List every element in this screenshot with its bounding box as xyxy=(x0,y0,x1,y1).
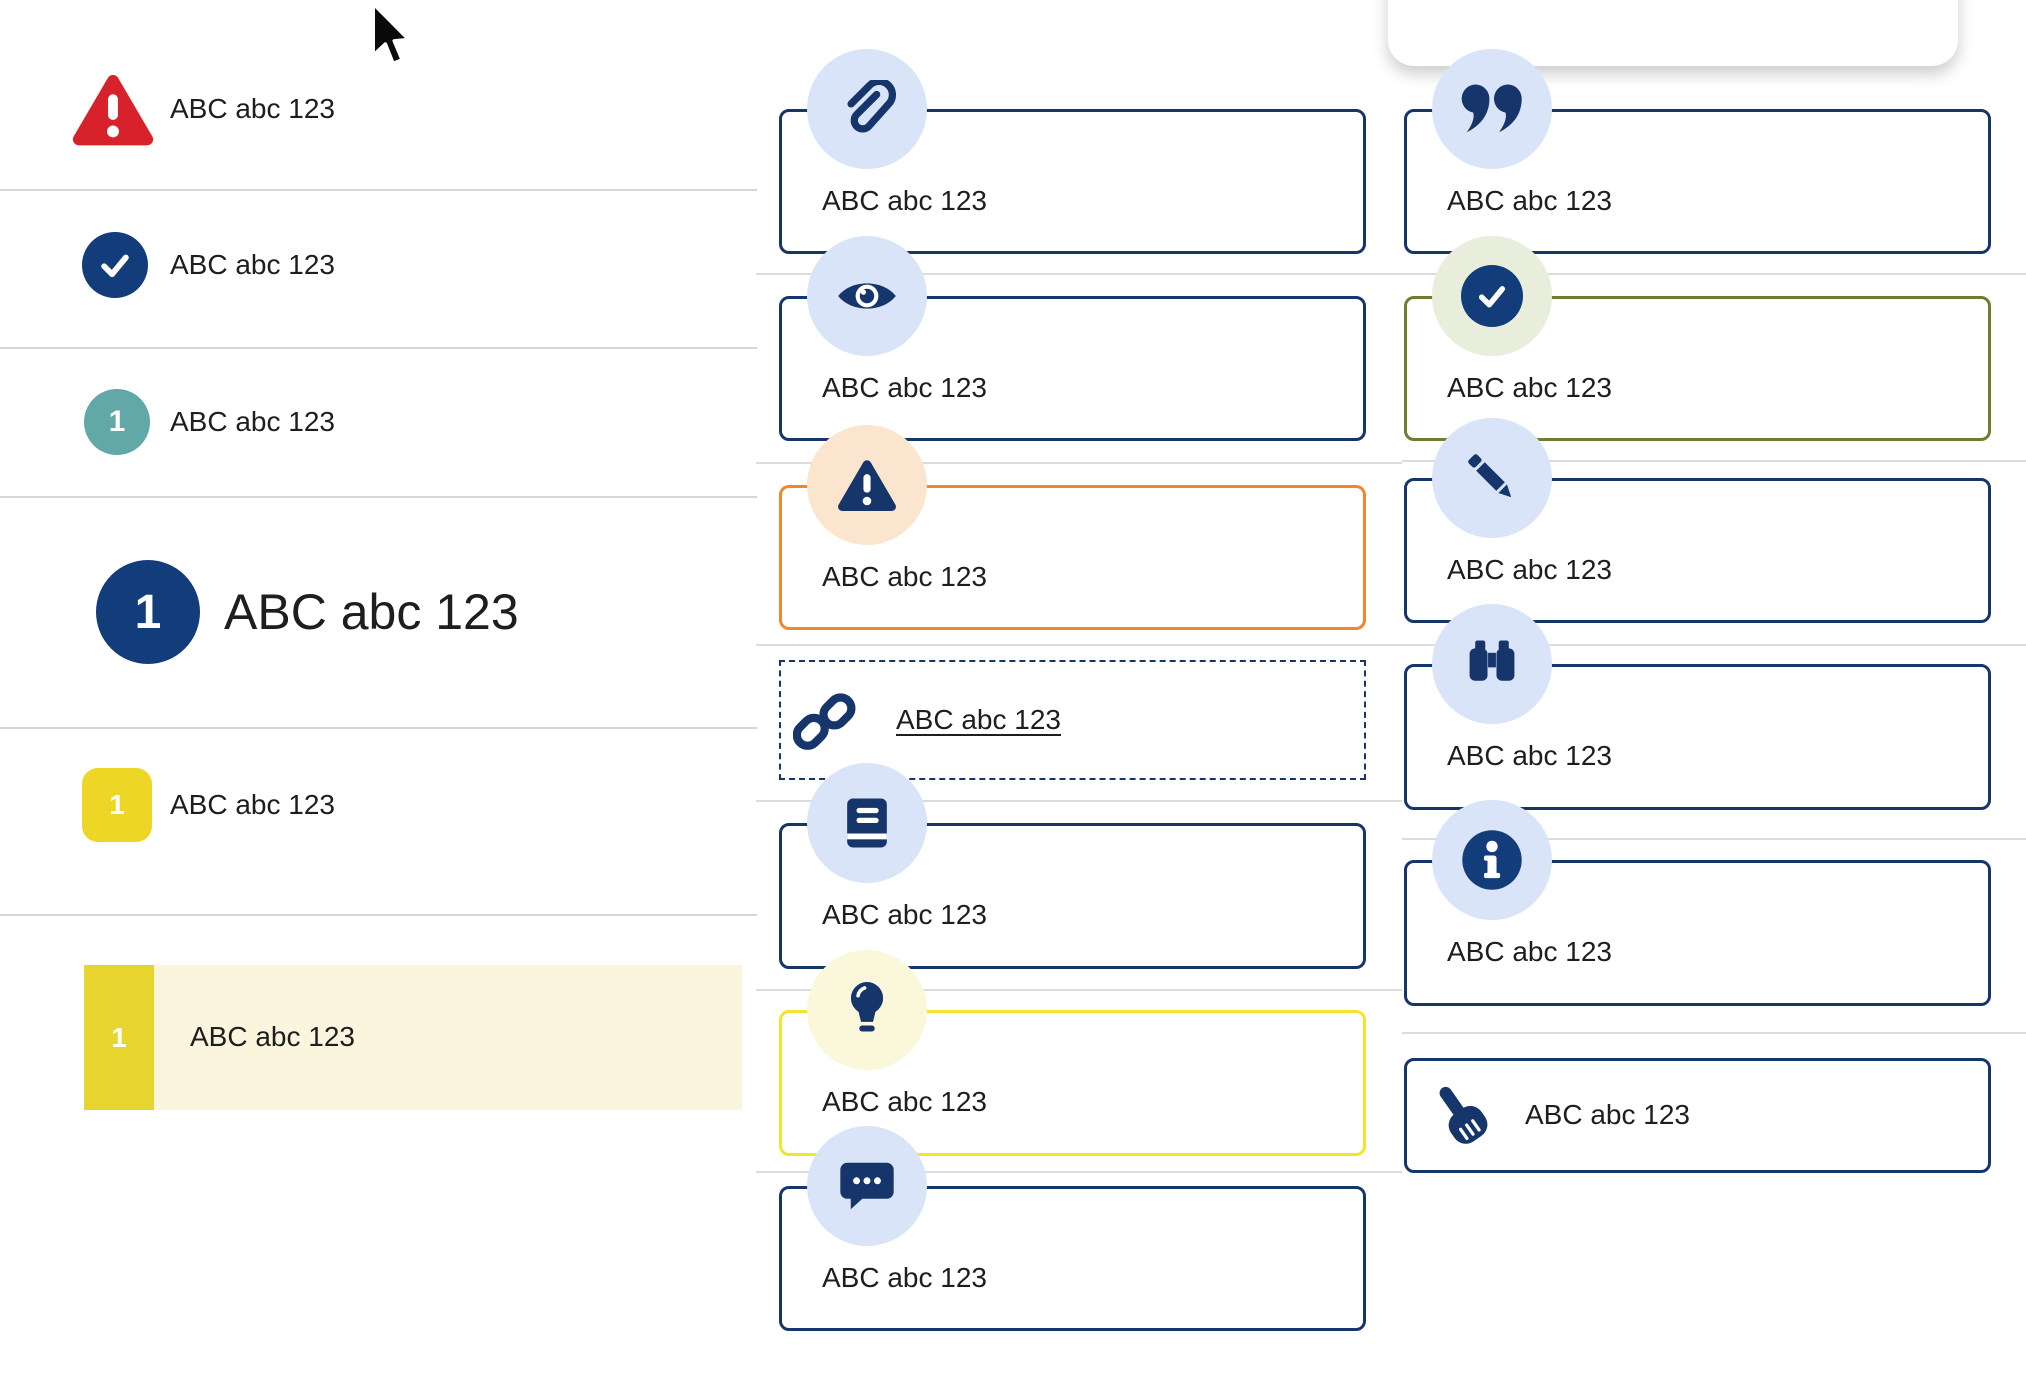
info-badge xyxy=(1432,800,1552,920)
warning-badge xyxy=(807,425,927,545)
info-circle-icon xyxy=(1462,830,1522,890)
book-icon xyxy=(847,798,887,848)
quote-card-label: ABC abc 123 xyxy=(1447,185,1612,216)
edit-card-label: ABC abc 123 xyxy=(1447,554,1612,585)
lightbulb-icon xyxy=(850,981,884,1032)
pointer-hand-icon xyxy=(1439,1086,1488,1144)
numbered-heading-label: ABC abc 123 xyxy=(224,584,519,640)
edit-badge xyxy=(1432,418,1552,538)
card-separator xyxy=(756,1171,1402,1173)
warning-triangle-icon xyxy=(838,459,896,511)
list-divider xyxy=(0,914,757,916)
info-card-label: ABC abc 123 xyxy=(1447,936,1612,967)
success-badge xyxy=(1432,236,1552,356)
card-separator xyxy=(1402,644,2026,646)
reference-badge xyxy=(807,763,927,883)
action-card-label: ABC abc 123 xyxy=(1525,1099,1690,1130)
yellow-number-badge: 1 xyxy=(82,768,152,842)
link-card[interactable] xyxy=(779,660,1366,780)
attachment-card-label: ABC abc 123 xyxy=(822,185,987,216)
attachment-badge xyxy=(807,49,927,169)
tip-badge xyxy=(807,950,927,1070)
alert-item-label: ABC abc 123 xyxy=(170,93,335,124)
reference-card-label: ABC abc 123 xyxy=(822,899,987,930)
search-card-label: ABC abc 123 xyxy=(1447,740,1612,771)
card-separator xyxy=(1402,460,2026,462)
pencil-icon xyxy=(1468,454,1512,498)
card-separator xyxy=(756,462,1402,464)
comment-card-label: ABC abc 123 xyxy=(822,1262,987,1293)
quote-badge xyxy=(1432,49,1552,169)
binoculars-icon xyxy=(1469,640,1515,681)
teal-item-label: ABC abc 123 xyxy=(170,406,335,437)
card-separator xyxy=(756,800,1402,802)
list-divider xyxy=(0,189,757,191)
search-badge xyxy=(1432,604,1552,724)
card-separator xyxy=(756,989,1402,991)
success-card-label: ABC abc 123 xyxy=(1447,372,1612,403)
success-item-label: ABC abc 123 xyxy=(170,249,335,280)
card-separator xyxy=(1402,273,2026,275)
callout-card-action xyxy=(1404,1058,1991,1173)
visibility-card-label: ABC abc 123 xyxy=(822,372,987,403)
card-separator xyxy=(756,273,1402,275)
link-card-label[interactable]: ABC abc 123 xyxy=(896,704,1061,735)
card-separator xyxy=(1402,1032,2026,1034)
card-separator xyxy=(756,644,1402,646)
highlight-row-background xyxy=(84,965,742,1110)
warning-triangle-red-icon xyxy=(72,74,154,146)
tip-card-label: ABC abc 123 xyxy=(822,1086,987,1117)
check-circle-navy-icon xyxy=(82,232,148,298)
list-divider xyxy=(0,347,757,349)
paperclip-icon xyxy=(847,80,896,133)
navy-number-badge-large: 1 xyxy=(96,560,200,664)
card-separator xyxy=(1402,838,2026,840)
yellow-number-badge-highlighted: 1 xyxy=(84,965,154,1110)
list-divider xyxy=(0,496,757,498)
list-divider xyxy=(0,727,757,729)
comment-badge xyxy=(807,1126,927,1246)
check-circle-icon xyxy=(1461,265,1523,327)
quote-icon xyxy=(1461,84,1522,133)
warning-card-label: ABC abc 123 xyxy=(822,561,987,592)
chat-bubble-icon xyxy=(840,1162,894,1210)
highlighted-item-label: ABC abc 123 xyxy=(190,1021,355,1052)
mouse-cursor-icon xyxy=(371,2,411,66)
yellow-item-label: ABC abc 123 xyxy=(170,789,335,820)
eye-icon xyxy=(838,283,896,309)
visibility-badge xyxy=(807,236,927,356)
link-icon xyxy=(793,693,856,750)
teal-number-badge: 1 xyxy=(84,389,150,455)
